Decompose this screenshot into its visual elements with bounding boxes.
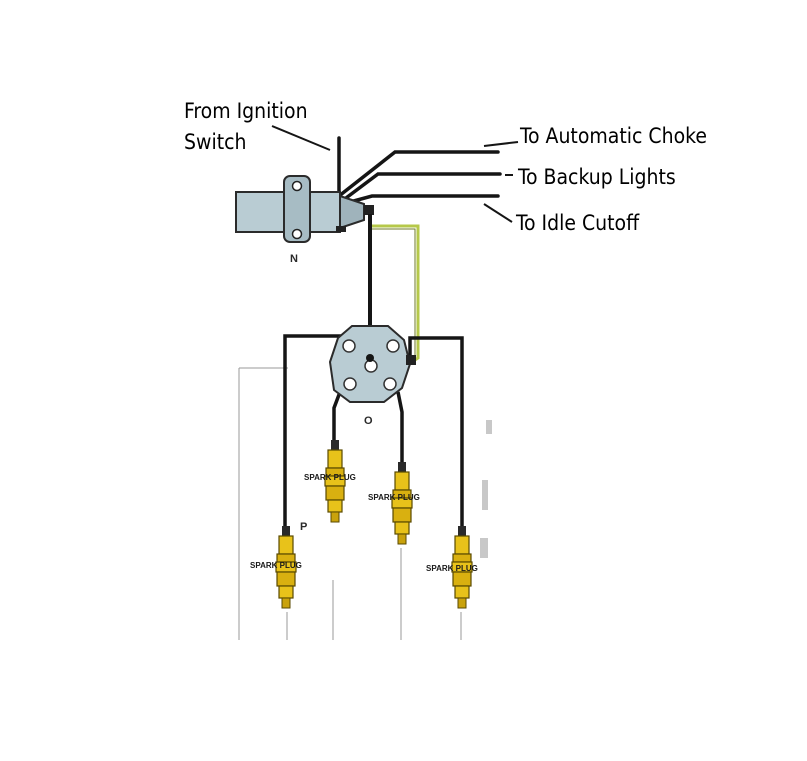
spark-plug-part <box>452 571 472 587</box>
spark-plug-part <box>454 535 470 555</box>
spark-plug: SPARK PLUG <box>304 440 356 523</box>
label-idle-cutoff: To Idle Cutoff <box>515 211 640 235</box>
plug-letter: P <box>300 521 307 533</box>
spark-plug-part <box>458 526 466 536</box>
spark-plug: SPARK PLUG <box>426 526 478 609</box>
spark-plug: SPARK PLUG <box>250 526 302 609</box>
spark-plug-part <box>398 462 406 472</box>
output-wires <box>337 136 502 204</box>
spark-plug-label: SPARK PLUG <box>368 493 420 502</box>
spark-plug-part <box>394 521 410 535</box>
spark-plug-part <box>452 553 472 563</box>
spark-plug-part <box>325 485 345 501</box>
spark-plug-label: SPARK PLUG <box>426 564 478 573</box>
wire-backup-lights <box>344 172 502 200</box>
label-from-ignition-line2: Switch <box>184 130 246 154</box>
spark-plug-part <box>392 507 412 523</box>
spark-plugs: SPARK PLUG SPARK PLUG SPARK PLUG SPARK PLUG <box>250 440 478 609</box>
spark-plug-part <box>278 585 294 599</box>
spark-plug-part <box>454 585 470 599</box>
distributor-cap <box>328 325 416 403</box>
wire-idle-cutoff <box>348 194 500 204</box>
wire-automatic-choke <box>337 150 500 198</box>
label-automatic-choke: To Automatic Choke <box>519 124 707 148</box>
neutral-safety-switch <box>235 175 374 243</box>
spark-plug-part <box>394 471 410 491</box>
spark-plug-part <box>457 597 467 609</box>
spark-plug-part <box>276 571 296 587</box>
spark-plug-part <box>282 526 290 536</box>
scan-marks <box>480 420 492 558</box>
spark-plug-part <box>281 597 291 609</box>
page-edge-lines <box>238 367 462 640</box>
switch-letter: N <box>290 253 298 265</box>
spark-plug: SPARK PLUG <box>368 462 420 545</box>
spark-plug-part <box>330 511 340 523</box>
spark-plug-part <box>397 533 407 545</box>
spark-plug-part <box>331 440 339 450</box>
spark-plug-part <box>278 535 294 555</box>
label-pointers <box>271 125 519 223</box>
spark-plug-label: SPARK PLUG <box>250 561 302 570</box>
spark-plug-part <box>327 499 343 513</box>
label-from-ignition-line1: From Ignition <box>184 99 308 123</box>
label-backup-lights: To Backup Lights <box>517 165 676 189</box>
spark-plug-part <box>327 449 343 469</box>
green-wire-shadow <box>372 228 416 356</box>
distributor-letter: O <box>364 415 373 427</box>
spark-plug-label: SPARK PLUG <box>304 473 356 482</box>
